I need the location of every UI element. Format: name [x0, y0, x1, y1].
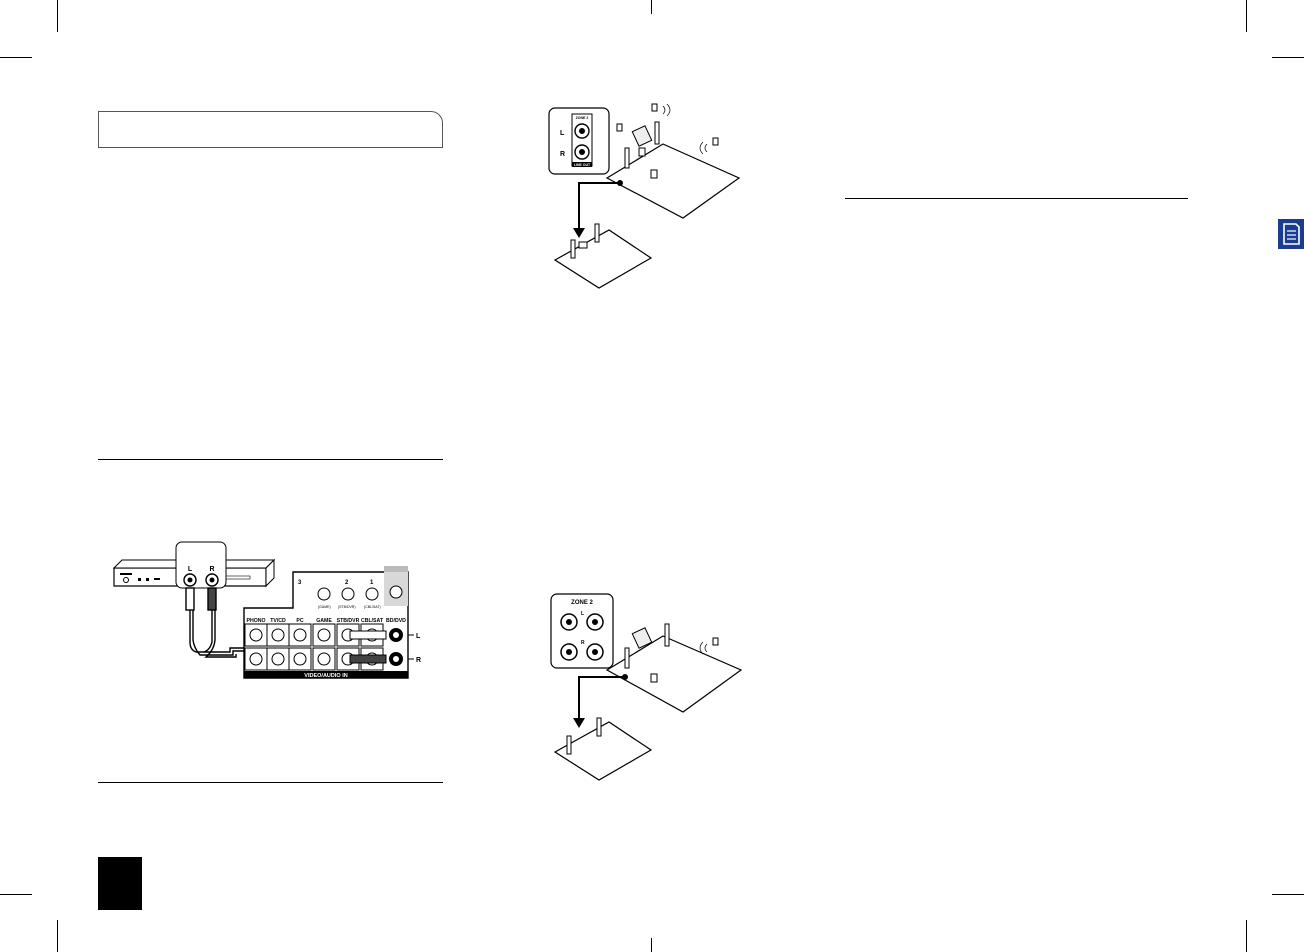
line-out-callout: ZONE 2 LINE OUT L R [548, 107, 610, 175]
input-label: BD/DVD [386, 618, 406, 624]
speaker-terminal-callout: ZONE 2 L R [550, 593, 614, 669]
crop-mark [1272, 894, 1304, 895]
input-label: TV/CD [270, 618, 286, 624]
receiver-rear-panel: 3 2 1 (GAME) (STB/DVR) (CBL/SAT) PHONO T… [243, 566, 421, 679]
section-divider [98, 459, 443, 460]
player-jack-callout: L R [175, 541, 227, 589]
jack-label-l: L [560, 130, 565, 137]
top-row-sublabel: (GAME) [318, 605, 331, 609]
chapter-tab [1278, 219, 1304, 249]
main-room [605, 623, 743, 713]
terminal-header: ZONE 2 [571, 600, 593, 606]
top-row-label: 2 [345, 580, 349, 586]
jack-label-r: R [209, 566, 214, 573]
top-row-sublabel: (CBL/SAT) [364, 605, 381, 609]
terminal-r: R [581, 640, 585, 646]
zone-arrow [573, 674, 628, 728]
page-number-block [98, 857, 142, 910]
jack-label-r: R [560, 151, 565, 158]
top-row-label: 3 [298, 580, 302, 586]
top-row-sublabel: (STB/DVR) [338, 605, 356, 609]
crop-mark [1272, 57, 1304, 58]
player-connection-diagram: L R 3 2 1 (GAME) (STB/DVR) (CBL/SAT) PHO… [112, 541, 421, 679]
crop-mark [0, 894, 32, 895]
zone-arrow [573, 180, 623, 238]
input-label: GAME [316, 618, 332, 624]
section-divider [98, 782, 443, 783]
main-room [605, 103, 741, 219]
channel-tag-r: R [416, 657, 421, 664]
input-label: STB/DVR [337, 618, 360, 624]
input-label: PHONO [246, 618, 265, 624]
zone-line-out-diagram: ZONE 2 LINE OUT L R [548, 103, 741, 289]
zone-2-room [553, 223, 653, 289]
input-label: PC [296, 618, 303, 624]
crop-mark [57, 920, 58, 952]
crop-mark [1246, 0, 1247, 32]
document-icon [1283, 223, 1300, 245]
jack-footer: LINE OUT [574, 163, 591, 167]
center-fold-mark [651, 938, 652, 952]
input-label: CBL/SAT [361, 618, 384, 624]
crop-mark [0, 57, 32, 58]
channel-tag-l: L [416, 633, 421, 640]
zone-speaker-diagram: ZONE 2 L R [550, 593, 743, 781]
center-fold-mark [651, 0, 652, 14]
section-title-box [98, 111, 443, 148]
section-divider [845, 198, 1188, 199]
zone-2-room [553, 717, 653, 781]
terminal-l: L [581, 611, 584, 617]
jack-header: ZONE 2 [576, 116, 589, 120]
panel-footer: VIDEO/AUDIO IN [304, 673, 347, 679]
crop-mark [57, 0, 58, 32]
top-row-label: 1 [370, 580, 374, 586]
crop-mark [1246, 920, 1247, 952]
jack-label-l: L [188, 566, 193, 573]
